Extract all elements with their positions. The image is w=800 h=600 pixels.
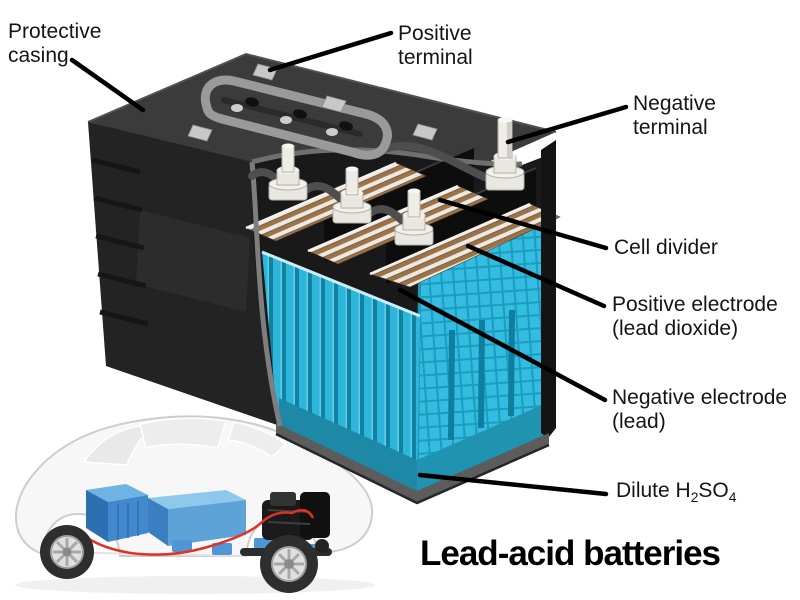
leader-dilute-h2so4 <box>417 472 609 497</box>
car-battery-pack <box>86 484 316 555</box>
leader-cell-divider <box>437 197 609 251</box>
label-line: casing <box>8 44 69 67</box>
label-protective-casing: Protective casing <box>8 20 101 68</box>
battery-right-wall <box>541 140 556 438</box>
car-rear-window <box>226 421 288 458</box>
cell-link-post-2 <box>332 166 372 224</box>
label-line: Cell divider <box>614 236 718 259</box>
formula-subscript: 2 <box>690 489 699 506</box>
leader-negative-electrode <box>397 287 608 403</box>
casing-top-edge-highlight <box>87 52 557 133</box>
cell-link-post-3 <box>394 188 434 246</box>
car-rear-wheel <box>260 535 318 593</box>
label-cell-divider: Cell divider <box>614 236 718 260</box>
vent-cap-1 <box>187 124 213 142</box>
leader-positive-terminal <box>267 30 394 73</box>
label-line: (lead) <box>612 410 666 433</box>
battery-tray-rim <box>276 423 549 503</box>
stack-top-edge-2 <box>307 184 459 253</box>
label-line: terminal <box>398 46 473 69</box>
torn-edge-front <box>249 161 283 427</box>
tray-bottom-edge <box>275 432 550 505</box>
car-illustration <box>14 415 375 594</box>
label-line: (lead dioxide) <box>612 317 739 340</box>
casing-front-panel <box>136 210 250 312</box>
label-dilute-h2so4: Dilute H2SO4 <box>616 479 736 509</box>
leader-negative-terminal <box>505 104 629 145</box>
stack-top-edge-1 <box>245 161 397 230</box>
leader-protective-casing <box>69 57 146 113</box>
car-cable <box>75 509 315 556</box>
label-line: Negative electrode <box>612 386 788 409</box>
label-positive-terminal: Positive terminal <box>398 22 473 70</box>
battery-handle <box>200 75 392 160</box>
stack-top-edge-3 <box>369 202 531 276</box>
plates-top-highlight <box>261 250 421 318</box>
cell-link-post-1 <box>268 143 308 201</box>
figure-title: Lead-acid batteries <box>420 534 721 573</box>
vent-cap-3 <box>412 123 438 141</box>
formula-mid: SO <box>698 479 729 502</box>
label-line: Positive electrode <box>612 293 778 316</box>
vent-caps <box>187 63 438 142</box>
label-line: Protective <box>8 20 102 43</box>
car-side-window <box>139 417 227 449</box>
acid-sump-side <box>417 402 549 493</box>
leader-lines <box>69 30 629 497</box>
label-line: Negative <box>633 92 716 115</box>
car-front-wheel <box>40 525 94 579</box>
leader-positive-electrode <box>465 243 607 309</box>
electrode-plate-stacks <box>245 161 561 288</box>
battery-illustration <box>87 52 561 505</box>
label-negative-electrode: Negative electrode (lead) <box>612 386 787 434</box>
grid-face-slots <box>448 309 515 441</box>
formula-prefix: Dilute H <box>616 479 691 502</box>
label-positive-electrode: Positive electrode (lead dioxide) <box>612 293 778 341</box>
formula-subscript: 4 <box>728 489 737 506</box>
casing-ribs <box>91 157 149 327</box>
vent-cap-2 <box>321 95 347 113</box>
label-line: Positive <box>398 22 472 45</box>
label-line: terminal <box>633 116 708 139</box>
acid-sump-front <box>278 398 417 493</box>
label-negative-terminal: Negative terminal <box>633 92 716 140</box>
